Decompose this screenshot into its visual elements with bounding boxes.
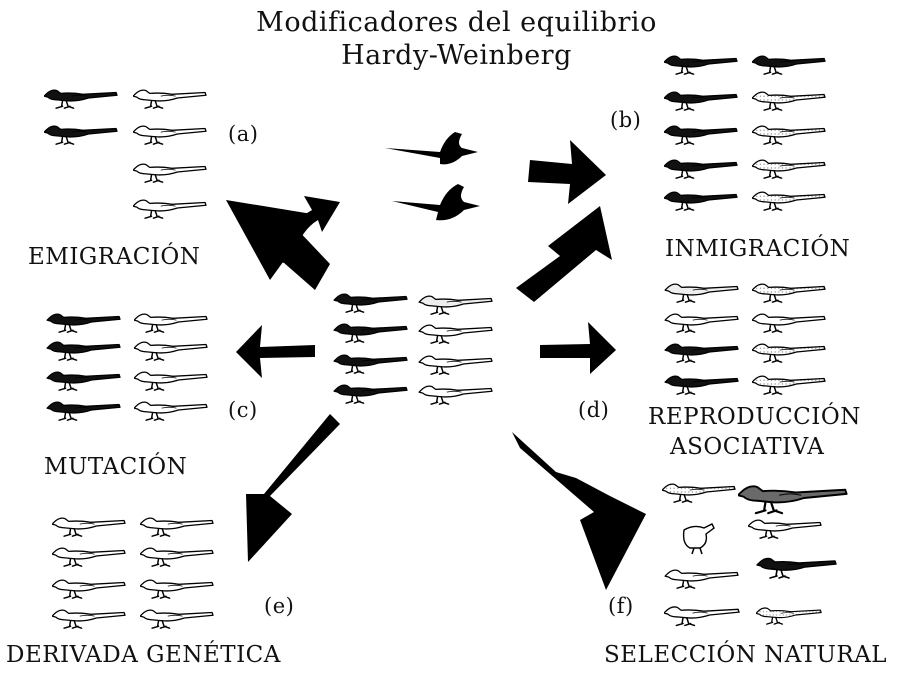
bird-icon xyxy=(752,313,826,333)
bird-icon xyxy=(140,609,214,629)
flying-birds xyxy=(385,132,480,221)
bird-icon xyxy=(418,355,493,375)
page-title-line1: Modificadores del equilibrio xyxy=(256,7,657,38)
bird-icon xyxy=(756,557,837,579)
bird-icon xyxy=(664,375,739,395)
bird-icon xyxy=(140,547,214,567)
bird-icon xyxy=(333,293,408,313)
panel-f-birds xyxy=(662,483,848,627)
bird-icon xyxy=(46,371,121,391)
bird-icon xyxy=(333,323,408,343)
arrows xyxy=(226,140,646,590)
bird-icon xyxy=(134,341,208,361)
bird-icon xyxy=(140,579,214,599)
bird-icon xyxy=(752,283,826,303)
panel-e-birds xyxy=(52,517,214,629)
bird-icon xyxy=(46,341,121,361)
panel-d-label-line2: ASOCIATIVA xyxy=(670,434,825,460)
bird-icon xyxy=(133,163,207,183)
panel-a-birds xyxy=(44,89,207,219)
bird-icon xyxy=(46,401,121,421)
bird-icon xyxy=(664,125,738,145)
page-title-line2: Hardy-Weinberg xyxy=(341,40,572,71)
bird-icon xyxy=(752,91,826,111)
bird-icon xyxy=(52,517,126,537)
panel-d-tag: (d) xyxy=(578,398,610,422)
panel-a-label: EMIGRACIÓN xyxy=(28,244,201,270)
arrow-to-emigracion xyxy=(226,200,330,290)
bird-icon xyxy=(664,569,739,589)
bird-icon xyxy=(738,485,848,515)
bird-icon xyxy=(52,579,126,599)
bird-icon xyxy=(333,354,408,374)
bird-icon xyxy=(134,313,208,333)
bird-icon xyxy=(418,295,493,315)
panel-b-tag: (b) xyxy=(610,108,642,132)
bird-icon xyxy=(133,199,207,219)
bird-icon xyxy=(752,375,826,395)
flying-bird-icon xyxy=(385,132,478,165)
bird-icon xyxy=(140,517,214,537)
arrow-to-seleccion xyxy=(512,432,646,590)
bird-icon xyxy=(752,125,826,145)
bird-icon xyxy=(664,606,740,627)
arrow-to-inmigracion-top xyxy=(528,140,606,204)
bird-icon xyxy=(46,313,121,333)
panel-f-tag: (f) xyxy=(608,594,634,618)
panel-d-label-line1: REPRODUCCIÓN xyxy=(648,404,861,430)
bird-icon xyxy=(44,125,118,145)
bird-icon xyxy=(134,401,208,421)
bird-icon xyxy=(52,547,126,567)
bird-icon xyxy=(418,385,493,405)
panel-a-tag: (a) xyxy=(228,122,259,146)
bird-icon xyxy=(133,125,207,145)
panel-b-birds xyxy=(664,55,826,211)
bird-icon xyxy=(752,191,826,211)
panel-f-label: SELECCIÓN NATURAL xyxy=(604,642,888,668)
bird-icon xyxy=(134,371,208,391)
panel-c-label: MUTACIÓN xyxy=(44,454,188,480)
arrow-to-mutacion xyxy=(236,325,315,378)
bird-icon xyxy=(133,89,207,109)
panel-d-birds xyxy=(664,283,826,395)
center-population xyxy=(333,293,493,405)
panel-b-label: INMIGRACIÓN xyxy=(665,236,851,262)
panel-e-tag: (e) xyxy=(264,594,295,618)
arrow-to-derivada xyxy=(246,414,340,562)
bird-icon xyxy=(418,324,493,344)
bird-icon xyxy=(664,91,738,111)
bird-icon xyxy=(664,283,739,303)
bird-icon xyxy=(333,384,408,404)
bird-icon xyxy=(748,519,822,539)
bird-icon xyxy=(752,343,826,363)
panel-c-birds xyxy=(46,313,208,421)
bird-icon xyxy=(664,159,738,179)
bird-icon xyxy=(662,483,736,503)
arrow-to-reproduccion xyxy=(540,322,616,374)
panel-e-label: DERIVADA GENÉTICA xyxy=(6,642,281,668)
bird-icon xyxy=(44,89,118,109)
bird-icon xyxy=(752,159,826,179)
bird-icon xyxy=(664,343,739,363)
curved-arrow-icon xyxy=(278,196,340,264)
bird-icon xyxy=(664,313,739,333)
bird-icon xyxy=(664,191,738,211)
flying-bird-icon xyxy=(392,184,480,221)
arrow-to-inmigracion xyxy=(516,206,612,302)
bird-icon xyxy=(52,609,126,629)
small-bird-icon xyxy=(682,523,715,549)
bird-icon xyxy=(756,607,822,625)
panel-c-tag: (c) xyxy=(228,398,258,422)
